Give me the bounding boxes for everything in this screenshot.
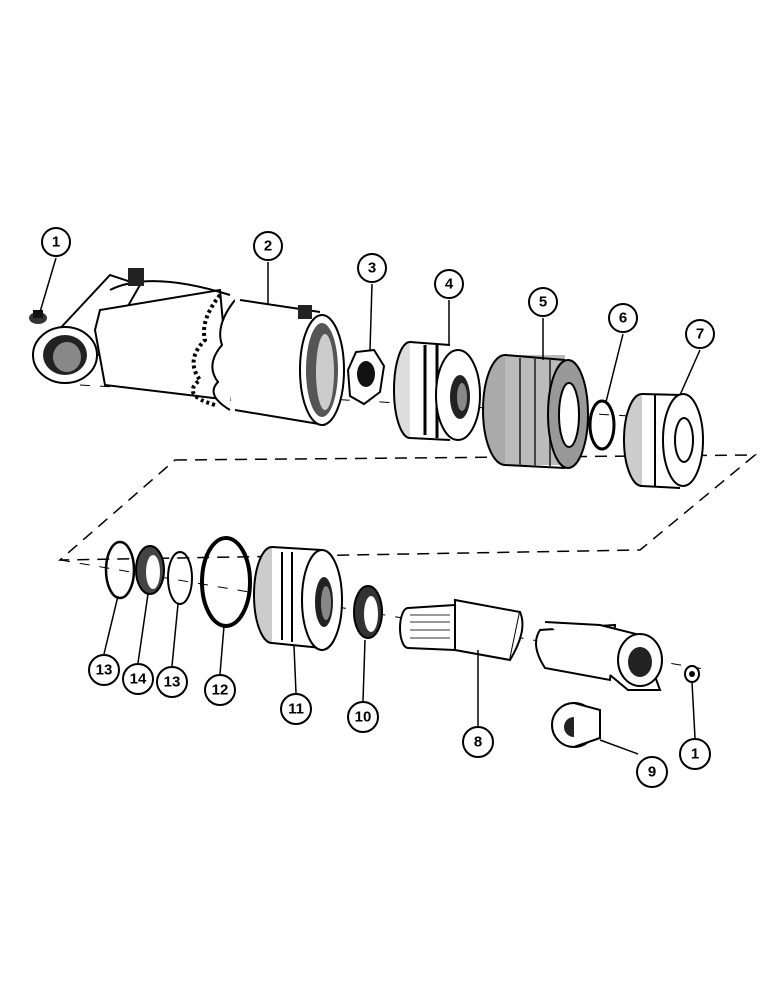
svg-text:10: 10 [355,709,372,726]
svg-text:5: 5 [539,294,547,311]
svg-text:9: 9 [648,764,656,781]
o-ring [200,536,252,628]
callout-8: 8 [462,726,494,758]
callout-10: 10 [347,701,379,733]
svg-text:13: 13 [164,674,181,691]
callout-14: 14 [122,663,154,695]
cylinder-barrel [32,268,345,426]
callout-1-bottom: 1 [679,738,711,770]
callout-5: 5 [528,287,558,317]
backup-ring-right [167,551,193,605]
svg-text:4: 4 [445,276,454,293]
backup-ring-left [104,540,136,600]
svg-text:1: 1 [52,234,60,251]
svg-text:1: 1 [691,746,699,763]
hex-nut [346,348,386,406]
gland-nut [623,393,704,489]
grease-fitting-top [29,310,47,324]
piston-rod [399,598,524,662]
callout-1-top: 1 [41,227,71,257]
rod-clevis [535,621,663,691]
callout-6: 6 [608,303,638,333]
callout-13-left: 13 [88,654,120,686]
svg-text:11: 11 [288,701,304,718]
rod-seal [353,585,383,639]
svg-text:2: 2 [264,238,272,255]
callout-11: 11 [280,693,312,725]
leader-lines [39,257,701,755]
piston [393,341,481,441]
callout-12: 12 [204,674,236,706]
svg-text:8: 8 [474,734,482,751]
svg-text:14: 14 [130,671,147,688]
bushing [551,702,601,748]
svg-text:3: 3 [368,260,376,277]
callout-9: 9 [636,756,668,788]
svg-text:6: 6 [619,310,627,327]
callout-13-right: 13 [156,666,188,698]
packing-set [482,354,589,469]
retaining-ring-upper [588,399,616,451]
gland [253,546,343,651]
svg-text:12: 12 [212,682,229,699]
callout-2: 2 [253,231,283,261]
wiper-seal [135,545,165,595]
callout-3: 3 [357,253,387,283]
callout-7: 7 [685,319,715,349]
svg-text:13: 13 [96,662,113,679]
svg-text:7: 7 [696,326,704,343]
callout-4: 4 [434,269,464,299]
grease-fitting-bottom [684,665,700,683]
